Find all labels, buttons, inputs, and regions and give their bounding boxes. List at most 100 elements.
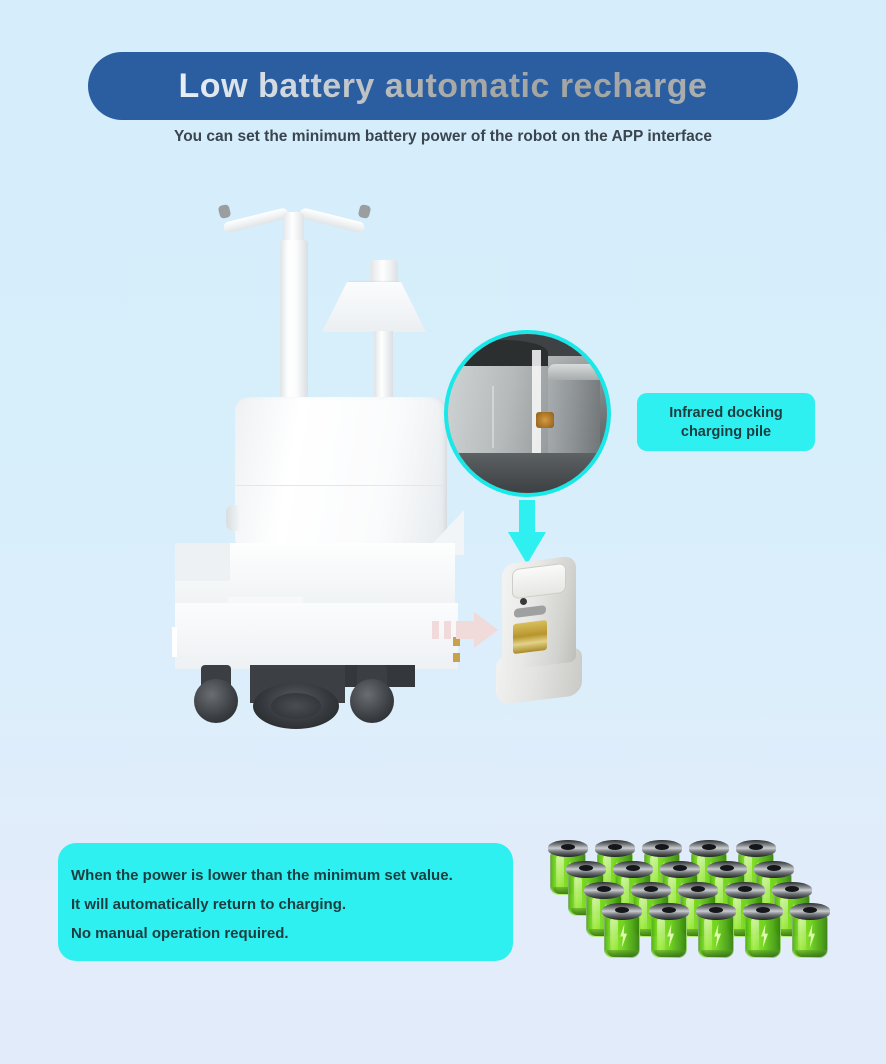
callout-line-2: charging pile — [680, 423, 772, 440]
battery-cap — [595, 840, 635, 857]
lightning-bolt-icon — [667, 924, 675, 948]
battery-terminal — [803, 907, 817, 913]
battery-cap — [790, 903, 830, 920]
photo-charging-pile-top — [548, 364, 600, 380]
robot-charging-port-upper — [453, 637, 460, 646]
arrow-down-icon — [508, 500, 546, 564]
battery-cap — [631, 882, 671, 899]
battery-terminal — [662, 907, 676, 913]
header-title-pill: Low battery automatic recharge — [88, 52, 798, 120]
battery-cap — [642, 840, 682, 857]
battery-terminal — [767, 865, 781, 871]
battery-base — [795, 950, 827, 957]
battery-cell — [792, 914, 828, 958]
battery-terminal — [720, 865, 734, 871]
battery-terminal — [702, 844, 716, 850]
disinfection-robot-illustration — [150, 185, 470, 730]
lightning-bolt-icon — [620, 924, 628, 948]
auto-recharge-info-box: When the power is lower than the minimum… — [58, 843, 513, 961]
callout-line-1: Infrared docking — [669, 404, 783, 421]
spray-nozzle-left — [217, 203, 232, 220]
spray-arm-left — [222, 207, 290, 234]
battery-cap — [660, 861, 700, 878]
robot-chassis-lower — [175, 603, 458, 669]
battery-icon — [602, 903, 642, 961]
charging-pile-gold-contacts — [513, 619, 547, 655]
battery-cap — [707, 861, 747, 878]
battery-terminal — [785, 886, 799, 892]
lightning-bolt-icon — [761, 924, 769, 948]
battery-terminal — [615, 907, 629, 913]
battery-cap — [602, 903, 642, 920]
battery-base — [607, 950, 639, 957]
battery-icon — [743, 903, 783, 961]
robot-tank-seam — [236, 485, 444, 486]
robot-chassis-step — [175, 543, 230, 581]
info-line-3: No manual operation required. — [71, 925, 289, 942]
battery-terminal — [673, 865, 687, 871]
charging-pile-led-icon — [520, 598, 527, 605]
robot-drive-wheel — [253, 683, 339, 729]
battery-cap — [649, 903, 689, 920]
arrow-down-shaft — [519, 500, 535, 534]
battery-terminal — [756, 907, 770, 913]
battery-cap — [678, 882, 718, 899]
battery-cell — [698, 914, 734, 958]
infrared-docking-callout: Infrared docking charging pile — [637, 393, 815, 451]
photo-floor — [448, 453, 607, 493]
photo-wall-strip — [532, 350, 541, 470]
battery-cap — [725, 882, 765, 899]
battery-terminal — [738, 886, 752, 892]
arrow-right-dash-1 — [432, 621, 439, 639]
battery-terminal — [691, 886, 705, 892]
robot-mast — [280, 240, 308, 415]
robot-tank-nozzle — [226, 505, 240, 531]
battery-cap — [743, 903, 783, 920]
spray-arm-stem — [283, 212, 304, 244]
charging-pile — [496, 555, 582, 706]
battery-icon — [696, 903, 736, 961]
battery-terminal — [597, 886, 611, 892]
info-line-2: It will automatically return to charging… — [71, 896, 347, 913]
arrow-right-head — [474, 612, 498, 648]
battery-icon — [649, 903, 689, 961]
battery-base — [748, 950, 780, 957]
battery-cap — [754, 861, 794, 878]
battery-cell — [745, 914, 781, 958]
lightning-bolt-icon — [808, 924, 816, 948]
battery-terminal — [561, 844, 575, 850]
robot-tank-body — [235, 397, 447, 552]
lightning-bolt-icon — [714, 924, 722, 948]
arrow-down-head — [508, 532, 546, 564]
arrow-right-icon — [432, 612, 498, 648]
arrow-right-dash-2 — [444, 621, 451, 639]
battery-cell — [604, 914, 640, 958]
battery-icon — [790, 903, 830, 961]
robot-caster-wheel-rear — [350, 679, 394, 723]
battery-base — [701, 950, 733, 957]
battery-terminal — [749, 844, 763, 850]
battery-terminal — [644, 886, 658, 892]
info-line-1: When the power is lower than the minimum… — [71, 867, 453, 884]
battery-cap — [736, 840, 776, 857]
spray-nozzle-right — [357, 203, 372, 220]
battery-cap — [584, 882, 624, 899]
spray-arm-right — [298, 207, 366, 234]
battery-terminal — [655, 844, 669, 850]
battery-terminal — [709, 907, 723, 913]
battery-row — [602, 903, 830, 961]
uv-lamp-shade-inner — [322, 282, 426, 332]
photo-infrared-contact — [536, 412, 554, 428]
battery-cap — [696, 903, 736, 920]
battery-cap — [689, 840, 729, 857]
battery-cap — [772, 882, 812, 899]
battery-cell — [651, 914, 687, 958]
battery-cap — [548, 840, 588, 857]
robot-side-strip — [172, 627, 177, 657]
battery-cap — [613, 861, 653, 878]
page-title: Low battery automatic recharge — [178, 66, 708, 105]
uv-lamp-neck — [370, 260, 398, 284]
battery-grid — [548, 840, 830, 966]
battery-terminal — [626, 865, 640, 871]
robot-charging-port-lower — [453, 653, 460, 662]
